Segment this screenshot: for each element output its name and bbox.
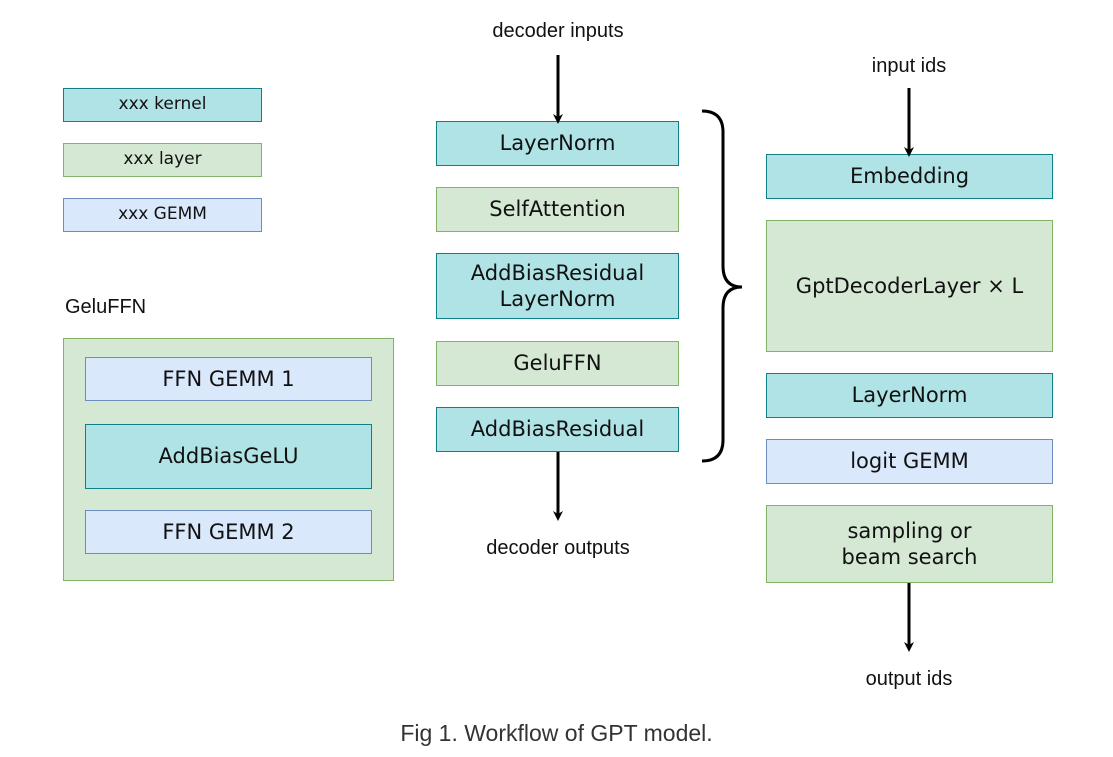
decoder-block-addbiasresidual: AddBiasResidual <box>436 407 679 452</box>
decoder-inputs-label: decoder inputs <box>492 20 624 42</box>
gpt-block-gptdecoderlayer: GptDecoderLayer × L <box>766 220 1053 352</box>
figure-caption: Fig 1. Workflow of GPT model. <box>400 720 713 746</box>
decoder-block-selfattention: SelfAttention <box>436 187 679 232</box>
decoder-block-layernorm: LayerNorm <box>436 121 679 166</box>
gelu-ffn-title: GeluFFN <box>65 296 147 318</box>
legend-kernel: xxx kernel <box>63 88 262 122</box>
gpt-block-logit-gemm: logit GEMM <box>766 439 1053 484</box>
legend-gemm: xxx GEMM <box>63 198 262 232</box>
output-ids-label: output ids <box>865 668 953 690</box>
input-ids-label: input ids <box>871 55 947 77</box>
gpt-block-layernorm: LayerNorm <box>766 373 1053 418</box>
decoder-block-addbiasresidual-layernorm: AddBiasResidual LayerNorm <box>436 253 679 319</box>
gpt-block-embedding: Embedding <box>766 154 1053 199</box>
gelu-ffn-item-ffn-gemm-2: FFN GEMM 2 <box>85 510 372 554</box>
decoder-outputs-label: decoder outputs <box>486 537 630 559</box>
gelu-ffn-item-ffn-gemm-1: FFN GEMM 1 <box>85 357 372 401</box>
legend-layer: xxx layer <box>63 143 262 177</box>
gpt-block-sampling: sampling or beam search <box>766 505 1053 583</box>
decoder-block-geluffn: GeluFFN <box>436 341 679 386</box>
curly-brace <box>701 109 743 463</box>
gelu-ffn-item-addbiasgelu: AddBiasGeLU <box>85 424 372 489</box>
